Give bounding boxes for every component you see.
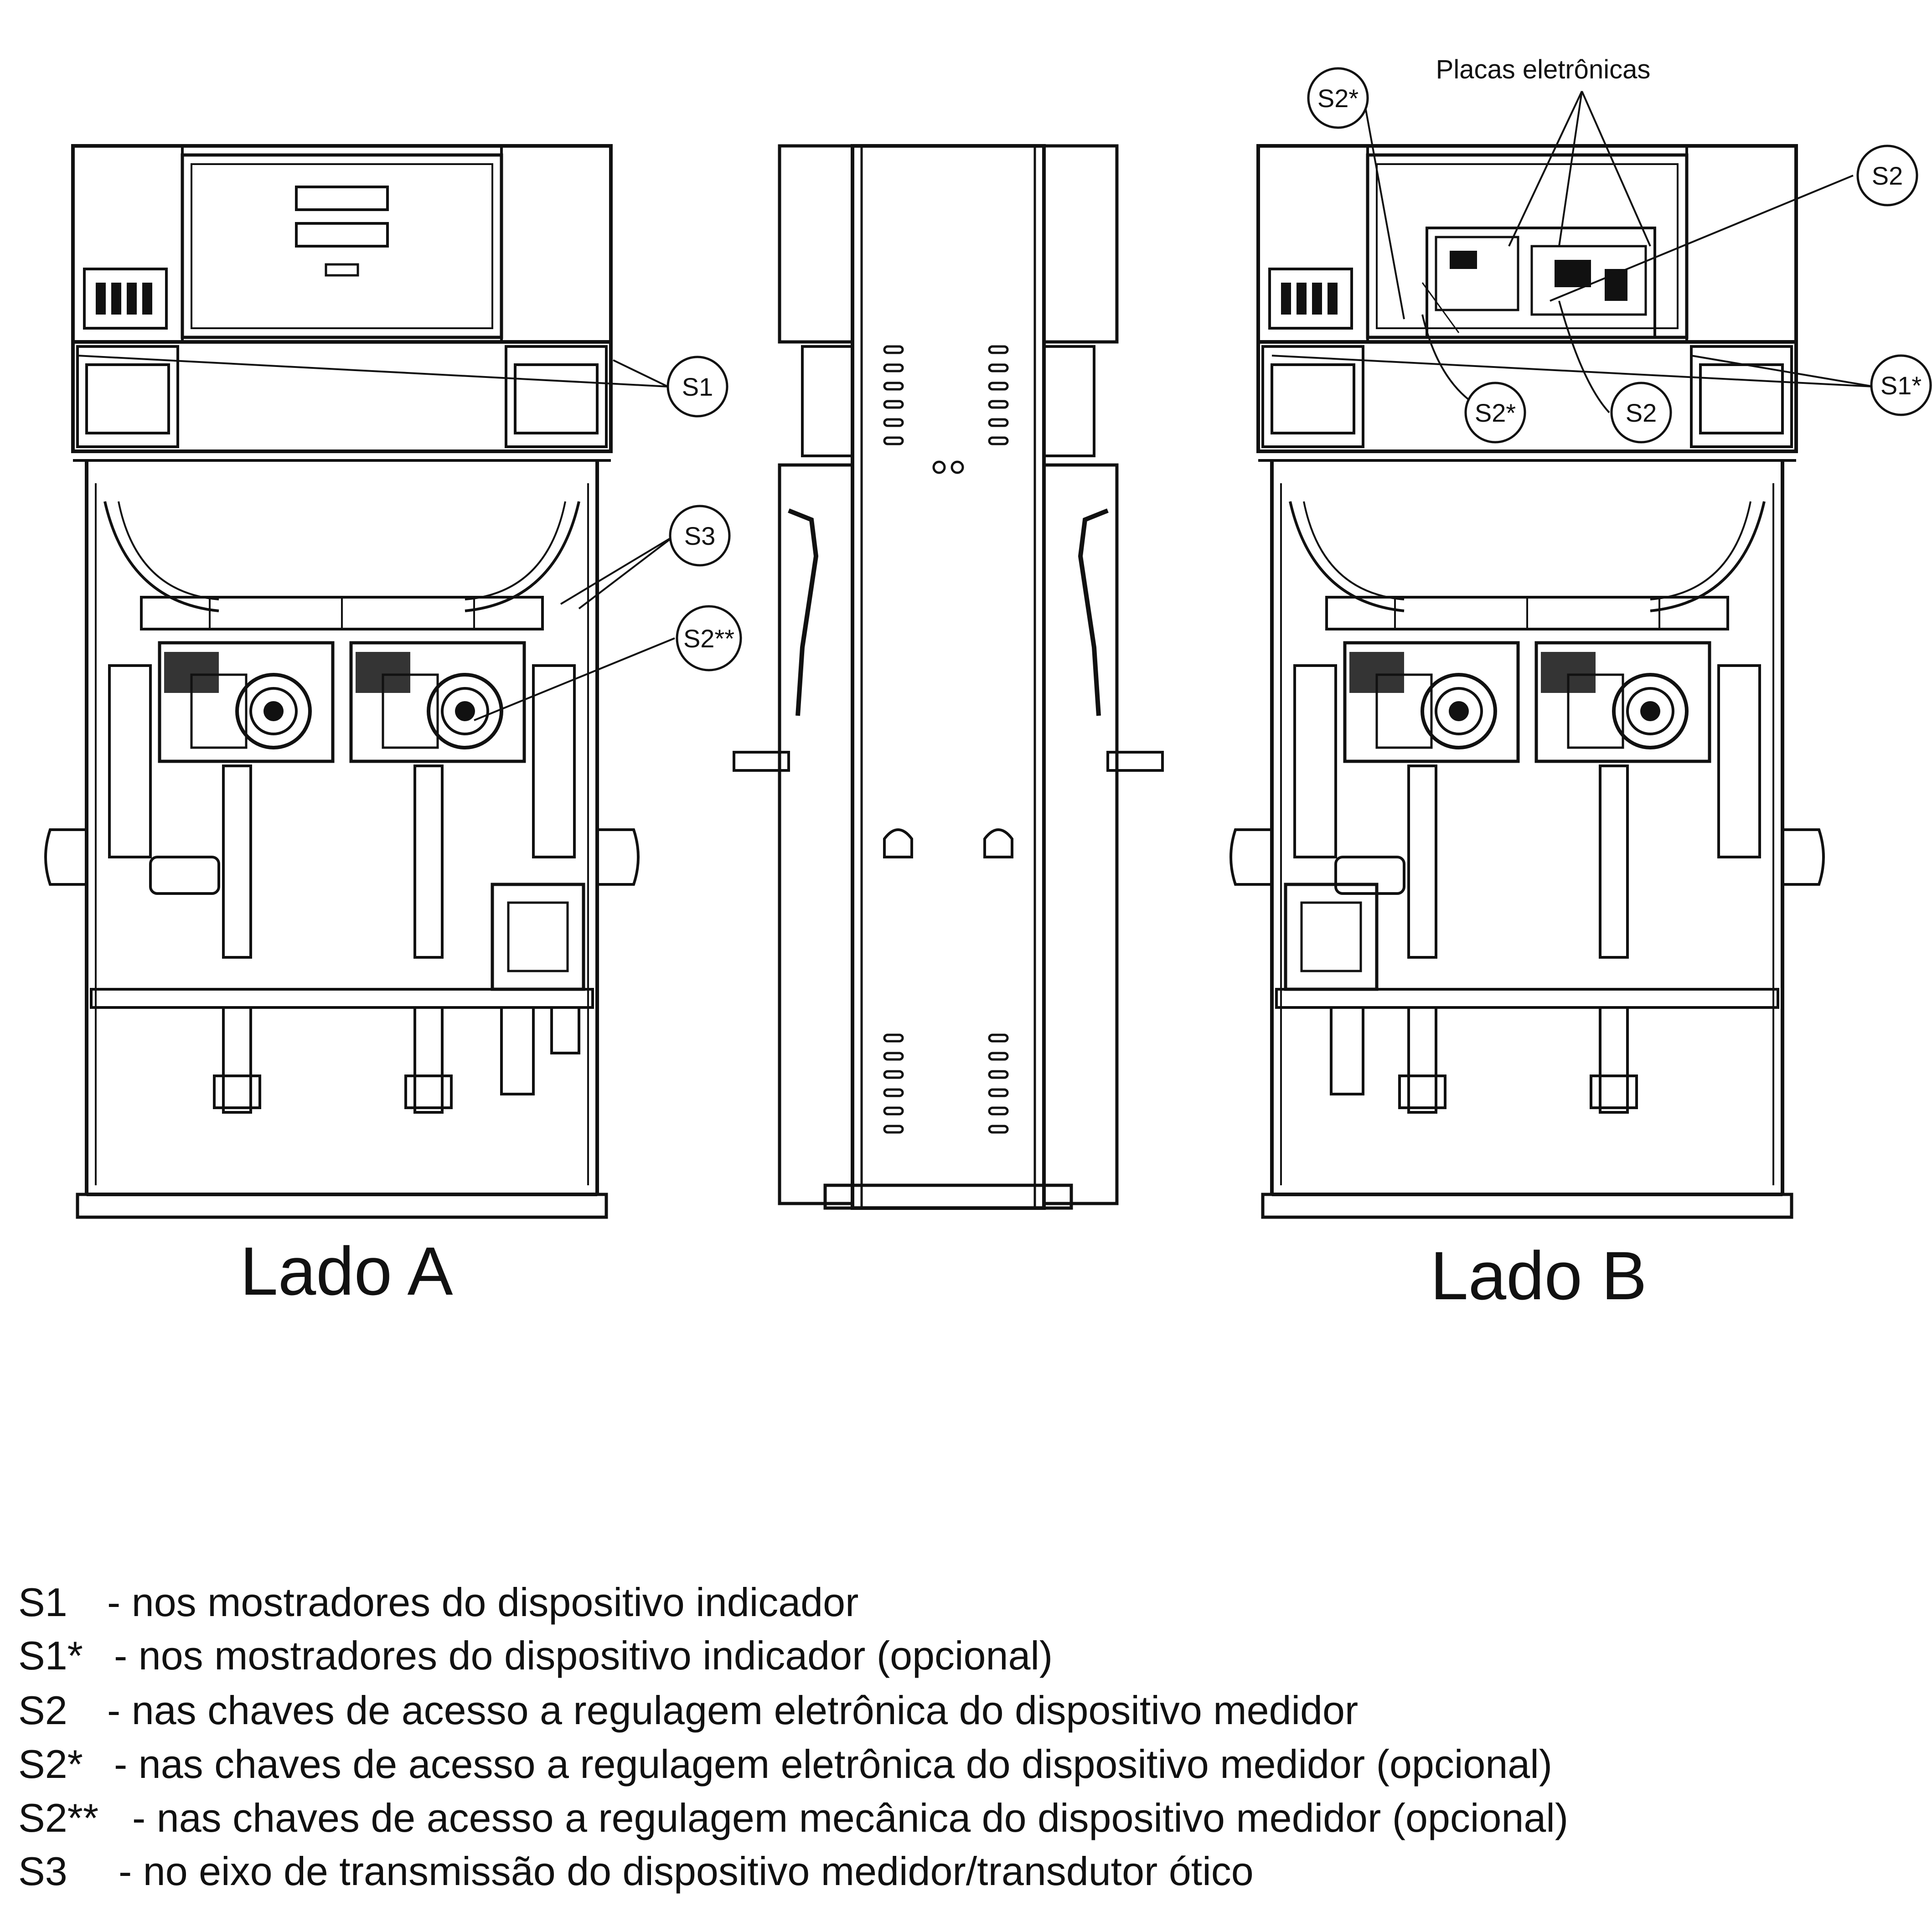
legend-code: S3: [18, 1849, 67, 1894]
callout-s3-a: S3: [669, 505, 731, 567]
legend-code: S2*: [18, 1741, 83, 1787]
side-view: [733, 144, 1164, 1210]
side-a-label: Lado A: [240, 1233, 453, 1309]
side-b-label: Lado B: [1430, 1237, 1647, 1314]
front-view-side-a: [46, 146, 638, 1217]
legend: S1 - nos mostradores do dispositivo indi…: [18, 1580, 1568, 1894]
callout-s2s-top-b: S2*: [1307, 67, 1369, 129]
callout-s2-right-b: S2: [1856, 145, 1918, 207]
svg-text:S2*: S2*: [1475, 398, 1516, 427]
legend-code: S1*: [18, 1633, 83, 1678]
svg-text:S2*: S2*: [1317, 84, 1359, 113]
legend-text: - no eixo de transmissão do dispositivo …: [119, 1849, 1254, 1894]
legend-code: S2: [18, 1688, 67, 1733]
legend-code: S1: [18, 1580, 67, 1625]
legend-text: - nos mostradores do dispositivo indicad…: [107, 1580, 858, 1625]
front-view-side-b: [1231, 146, 1824, 1217]
callout-s2ss-a: S2**: [676, 605, 742, 672]
callout-s2-low-b: S2: [1610, 382, 1672, 444]
svg-text:S2: S2: [1872, 161, 1903, 190]
legend-text: - nos mostradores do dispositivo indicad…: [114, 1633, 1053, 1678]
svg-text:S1: S1: [682, 372, 713, 401]
legend-text: - nas chaves de acesso a regulagem eletr…: [107, 1688, 1358, 1733]
boards-label: Placas eletrônicas: [1436, 55, 1651, 84]
legend-text: - nas chaves de acesso a regulagem eletr…: [114, 1741, 1552, 1787]
leader-lines: [77, 91, 1874, 721]
svg-text:S2**: S2**: [683, 624, 734, 653]
legend-text: - nas chaves de acesso a regulagem mecân…: [132, 1795, 1568, 1840]
svg-text:S2: S2: [1626, 398, 1657, 427]
svg-text:S1*: S1*: [1880, 371, 1922, 400]
callout-s1-a: S1: [666, 356, 728, 418]
callout-s1s-b: S1*: [1870, 354, 1932, 416]
legend-code: S2**: [18, 1795, 98, 1840]
svg-text:S3: S3: [684, 522, 716, 550]
callout-s2s-low-b: S2*: [1464, 382, 1526, 444]
